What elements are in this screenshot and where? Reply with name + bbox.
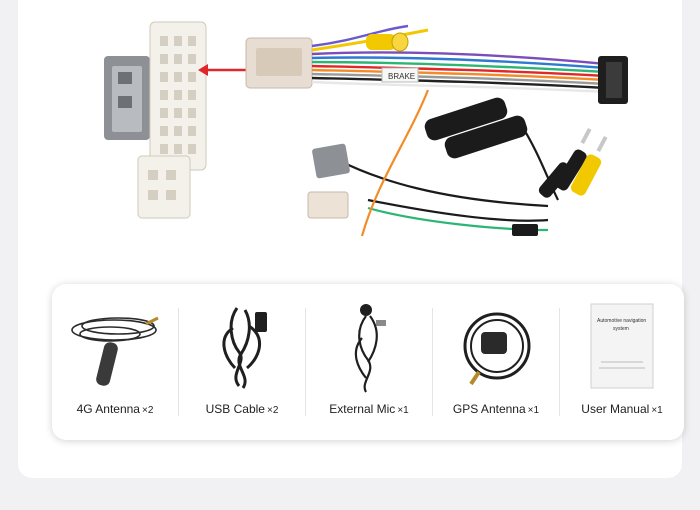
rca-bundle [538,127,608,198]
accessory-gps-antenna: GPS Antenna×1 [433,284,559,440]
accessory-4g-antenna: 4G Antenna×2 [52,284,178,440]
vehicle-connector-small [137,155,191,219]
accessory-name: External Mic [329,402,396,416]
accessory-usb-cable: USB Cable×2 [179,284,305,440]
small-black-connector [512,224,538,236]
accessories-panel: 4G Antenna×2 USB Cable×2 [52,284,684,440]
accessory-qty: ×2 [266,405,279,416]
divider [178,308,179,416]
brake-tag: BRAKE [388,72,415,81]
accessory-label: 4G Antenna×2 [52,402,178,416]
divider [305,308,306,416]
accessory-name: User Manual [581,402,650,416]
manual-title-line2: system [613,326,629,332]
antenna-adapter [312,143,350,179]
usb-cable-icon [222,307,267,389]
accessory-qty: ×2 [141,405,154,416]
filter-module-2 [444,115,528,159]
accessory-label: External Mic×1 [306,402,432,416]
accessory-label: GPS Antenna×1 [433,402,559,416]
rca-yellow-top [366,34,396,50]
wiring-harness-image: BRAKE [104,21,628,237]
manual-title-line1: Automotive navigation [597,318,646,324]
accessory-qty: ×1 [397,405,409,416]
filter-module-1 [424,97,508,141]
accessory-label: USB Cable×2 [179,402,305,416]
steering-connector [307,191,349,219]
4g-antenna-icon [71,316,159,386]
accessory-name: GPS Antenna [452,402,526,416]
user-manual-icon: Automotive navigation system [590,303,654,389]
accessory-qty: ×1 [527,405,540,416]
accessory-name: USB Cable [205,402,265,416]
accessory-user-manual: Automotive navigation system User Manual… [560,284,684,440]
accessory-name: 4G Antenna [76,402,140,416]
accessory-external-mic: External Mic×1 [306,284,432,440]
external-mic-icon [354,304,386,393]
accessory-qty: ×1 [651,405,663,416]
accessory-label: User Manual×1 [560,402,684,416]
gps-antenna-icon [463,312,531,386]
product-card: BRAKE [18,0,684,478]
divider [432,308,433,416]
divider [559,308,560,416]
